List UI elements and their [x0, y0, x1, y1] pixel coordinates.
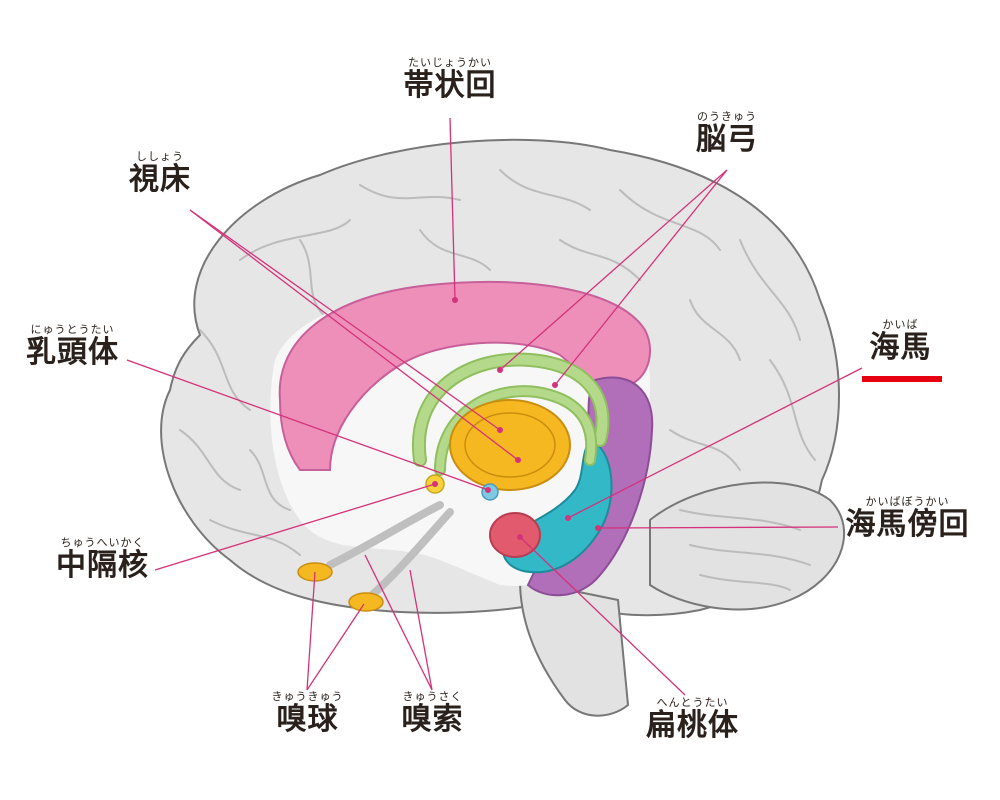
- leader-line-hippocampus: [567, 367, 863, 519]
- label-olfactory-bulb-ruby: きゅうきゅう: [271, 690, 344, 703]
- leader-line-olfactory-tract-2: [409, 569, 433, 691]
- label-fornix-text: 脳弓: [696, 122, 758, 157]
- label-cingulate: たいじょうかい 帯状回: [375, 56, 525, 103]
- leader-line-olfactory-tract-1: [364, 554, 433, 691]
- olfactory-tract-shape: [326, 501, 454, 601]
- leader-line-septal: [154, 483, 436, 571]
- label-thalamus-ruby: ししょう: [136, 150, 184, 163]
- label-fornix: のうきゅう 脳弓: [672, 110, 782, 157]
- label-cingulate-text: 帯状回: [403, 68, 497, 103]
- label-olfactory-bulb-text: 嗅球: [276, 702, 339, 737]
- hippocampus-highlight-underline: [862, 376, 942, 382]
- leader-line-cingulate: [449, 117, 456, 301]
- leader-line-thalamus-2: [189, 209, 519, 461]
- label-amygdala: へんとうたい 扁桃体: [630, 696, 755, 743]
- label-cingulate-ruby: たいじょうかい: [408, 56, 492, 69]
- label-olfactory-tract-text: 嗅索: [401, 702, 464, 737]
- leader-dots: [432, 297, 601, 540]
- fornix-shape: [411, 352, 610, 476]
- label-amygdala-ruby: へんとうたい: [656, 696, 729, 709]
- label-parahippocampal: かいばぼうかい 海馬傍回: [835, 495, 980, 542]
- label-thalamus: ししょう 視床: [105, 150, 215, 197]
- label-hippocampus: かいば 海馬: [858, 318, 943, 365]
- label-olfactory-tract: きゅうさく 嗅索: [380, 690, 485, 737]
- amygdala-shape: [489, 512, 541, 558]
- label-olfactory-bulb: きゅうきゅう 嗅球: [255, 690, 360, 737]
- leader-line-olfactory-bulb-1: [306, 571, 316, 691]
- label-thalamus-text: 視床: [129, 162, 191, 197]
- olfactory-bulb-shape-2: [348, 592, 384, 612]
- leader-line-amygdala: [519, 536, 686, 696]
- label-hippocampus-text: 海馬: [869, 330, 932, 365]
- leader-line-olfactory-bulb-2: [306, 603, 365, 691]
- thalamus-inner-outline: [464, 412, 556, 478]
- label-parahippocampal-ruby: かいばぼうかい: [865, 495, 950, 508]
- label-parahippocampal-text: 海馬傍回: [845, 507, 970, 542]
- leader-line-thalamus-1: [189, 209, 501, 431]
- leader-line-parahippocampal: [597, 526, 839, 529]
- label-amygdala-text: 扁桃体: [646, 708, 739, 743]
- label-mammillary-ruby: にゅうとうたい: [30, 323, 115, 336]
- label-septal-ruby: ちゅうへいかく: [60, 536, 145, 549]
- label-olfactory-tract-ruby: きゅうさく: [402, 690, 463, 703]
- label-septal: ちゅうへいかく 中隔核: [40, 536, 165, 583]
- leader-line-fornix-1: [499, 169, 728, 371]
- leader-lines: [126, 117, 863, 696]
- label-septal-text: 中隔核: [56, 548, 149, 583]
- label-fornix-ruby: のうきゅう: [697, 110, 757, 123]
- leader-line-mammillary: [126, 359, 489, 491]
- label-hippocampus-ruby: かいば: [882, 318, 919, 331]
- label-mammillary: にゅうとうたい 乳頭体: [10, 323, 135, 370]
- label-mammillary-text: 乳頭体: [26, 335, 119, 370]
- thalamus-shape: [449, 399, 571, 491]
- leader-line-fornix-2: [554, 169, 728, 386]
